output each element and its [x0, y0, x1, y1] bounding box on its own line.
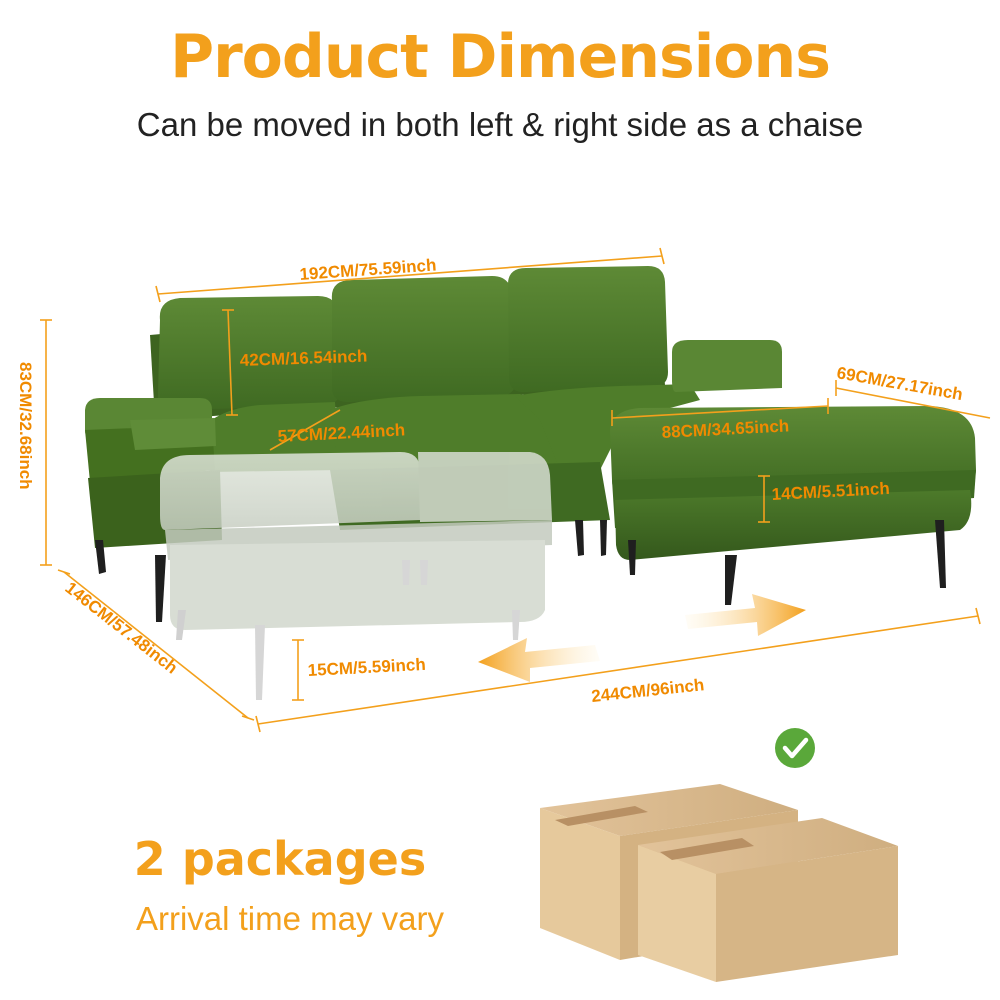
back-cushion-left	[158, 296, 340, 410]
ottoman-base	[615, 490, 972, 560]
leg	[600, 520, 607, 556]
back-cushion-middle	[331, 276, 516, 402]
check-circle-icon	[775, 728, 815, 768]
right-armrest	[672, 340, 782, 392]
page-title: Product Dimensions	[170, 22, 831, 92]
packages-subtitle: Arrival time may vary	[135, 900, 445, 937]
dim-ottoman-depth: 69CM/27.17inch	[835, 363, 964, 404]
leg	[95, 540, 106, 574]
leg	[725, 555, 737, 605]
move-arrows-icon	[478, 594, 806, 682]
dim-total-length: 244CM/96inch	[590, 675, 705, 706]
leg	[155, 555, 166, 622]
packages-title: 2 packages	[133, 832, 427, 886]
package-box-icon	[540, 784, 898, 982]
dim-leg-height: 15CM/5.59inch	[307, 655, 426, 680]
dim-back-cushion-height: 42CM/16.54inch	[239, 347, 367, 370]
back-cushion-right	[507, 266, 668, 392]
dimension-lines	[40, 247, 991, 733]
leg	[575, 520, 584, 556]
leg	[628, 540, 636, 575]
leg	[935, 520, 946, 588]
page-subtitle: Can be moved in both left & right side a…	[136, 106, 864, 143]
dim-overall-height: 83CM/32.68inch	[16, 362, 35, 490]
seat-cushion-right	[515, 384, 700, 470]
ghost-ottoman	[160, 452, 552, 700]
